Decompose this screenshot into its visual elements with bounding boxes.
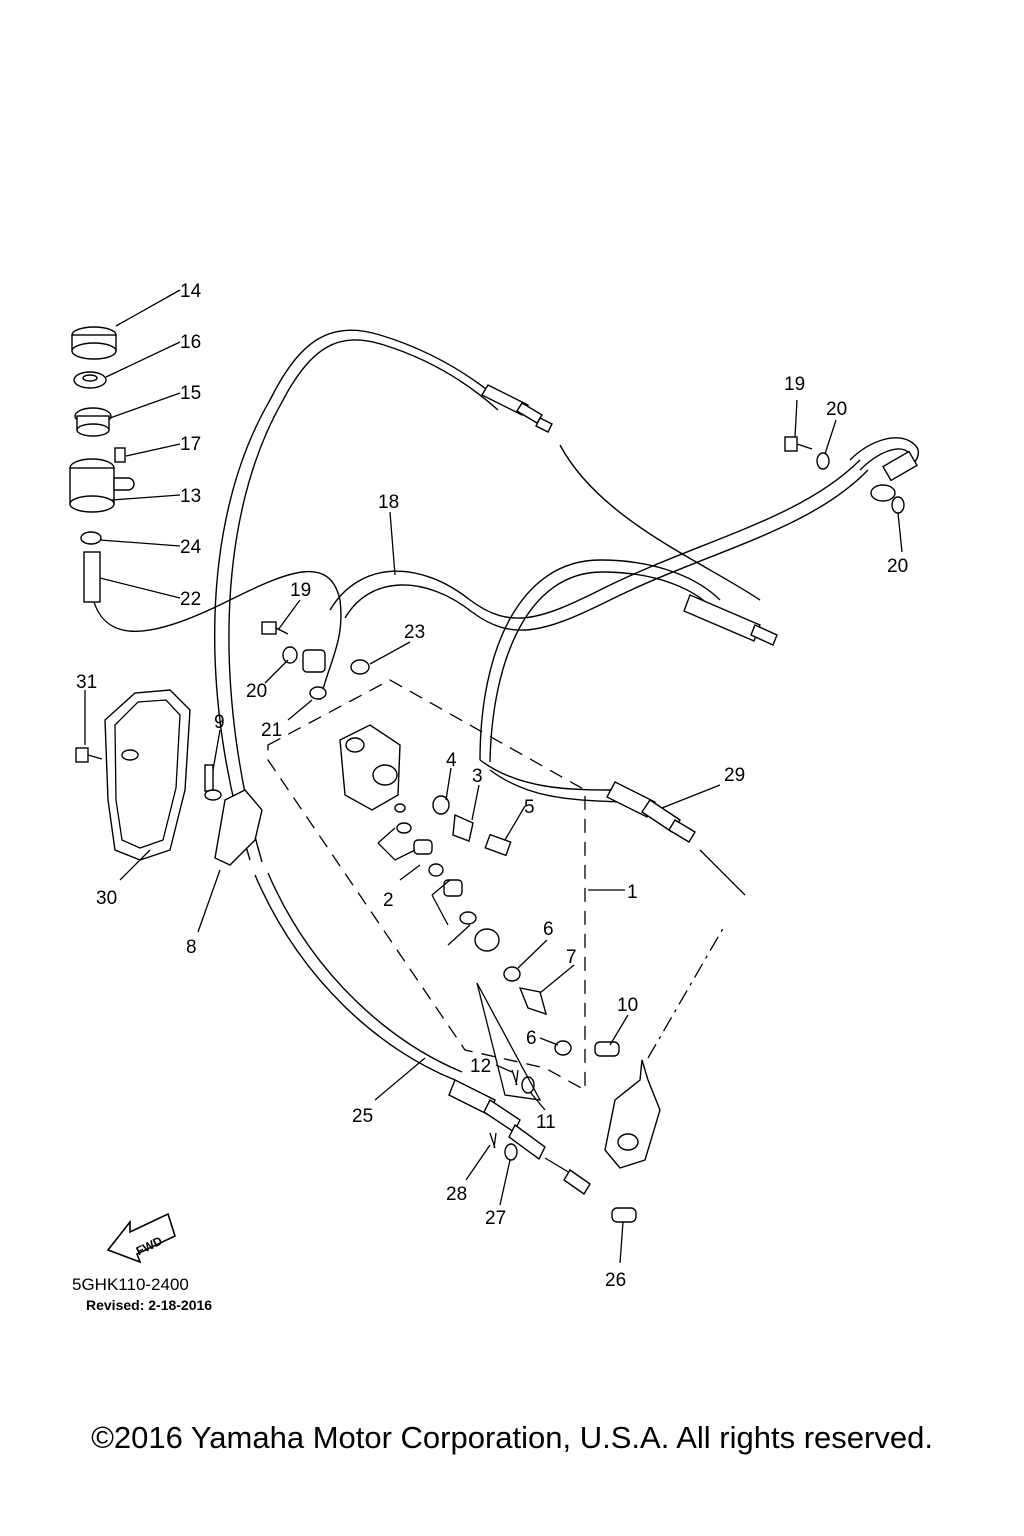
cover-30 [104, 689, 191, 861]
nut-6a [503, 966, 521, 982]
callout-16: 16 [180, 332, 201, 353]
bolt-19-left [261, 621, 289, 635]
reservoir-cap-14 [71, 326, 117, 360]
piston-kit-2 [377, 803, 500, 952]
lower-rod-25 [448, 1079, 591, 1196]
clip-24 [80, 531, 102, 545]
pin-26 [611, 1207, 637, 1223]
fwd-arrow-icon: FWD [106, 1212, 176, 1264]
callout-8: 8 [186, 937, 197, 958]
reservoir-tank-13 [69, 458, 135, 513]
revised-date: Revised: 2-18-2016 [86, 1297, 213, 1313]
callout-26: 26 [605, 1270, 626, 1291]
diaphragm-15 [74, 407, 112, 437]
callout-14: 14 [180, 281, 202, 302]
cable-29 [479, 759, 746, 896]
callout-31: 31 [76, 672, 97, 693]
callout-numbers: 14 16 15 17 13 24 22 31 30 9 8 19 20 21 … [76, 281, 908, 1291]
callout-5: 5 [524, 797, 535, 818]
assembly-boundary [267, 679, 586, 1092]
callout-2: 2 [383, 890, 394, 911]
callout-15: 15 [180, 383, 201, 404]
callout-11: 11 [536, 1112, 556, 1133]
part-code: 5GHK110-2400 [72, 1275, 189, 1294]
master-cylinder [339, 724, 401, 811]
callout-4: 4 [446, 750, 457, 771]
hollow-triangle [476, 982, 542, 1101]
callout-22: 22 [180, 589, 201, 610]
washer-21 [309, 686, 327, 700]
diaphragm-plate-16 [73, 371, 107, 389]
bolt-9 [204, 764, 222, 801]
washer-27 [504, 1143, 518, 1161]
oring-4 [432, 795, 450, 815]
callout-20-right-bottom: 20 [887, 556, 908, 577]
hose-22 [83, 551, 101, 603]
copyright-notice: ©2016 Yamaha Motor Corporation, U.S.A. A… [91, 1420, 933, 1455]
brake-pedal-arm [604, 924, 726, 1169]
callout-10: 10 [617, 995, 638, 1016]
callout-12: 12 [470, 1056, 491, 1077]
leader-lines [84, 289, 903, 1264]
callout-6b: 6 [526, 1028, 537, 1049]
washer-20-left [282, 646, 298, 664]
hose-fitting-right [784, 436, 919, 514]
callout-6a: 6 [543, 919, 554, 940]
callout-21: 21 [261, 720, 282, 741]
callout-7: 7 [566, 947, 577, 968]
callout-19-left: 19 [290, 580, 311, 601]
banjo-3 [452, 813, 474, 842]
union-bolt [302, 649, 326, 673]
callout-19-right: 19 [784, 374, 805, 395]
callout-25: 25 [352, 1106, 373, 1127]
callout-24: 24 [180, 537, 202, 558]
callout-17: 17 [180, 434, 201, 455]
callout-23: 23 [404, 622, 425, 643]
callout-20-left: 20 [246, 681, 267, 702]
callout-27: 27 [485, 1208, 506, 1229]
screw-5 [484, 833, 512, 857]
callout-3: 3 [472, 766, 483, 787]
callout-30: 30 [96, 888, 117, 909]
clip-23 [350, 659, 370, 675]
cotter-pin-12 [511, 1069, 519, 1086]
pin-10 [594, 1041, 620, 1057]
screw-17 [114, 447, 126, 463]
joint-7 [518, 987, 548, 1016]
long-cable-18 [89, 459, 869, 763]
callout-13: 13 [180, 486, 201, 507]
callout-1: 1 [627, 882, 638, 903]
cotter-pin-28 [489, 1132, 497, 1149]
callout-9: 9 [214, 712, 225, 733]
upper-brake-cable [214, 329, 553, 863]
callout-28: 28 [446, 1184, 467, 1205]
callout-18: 18 [378, 492, 399, 513]
bolt-31 [75, 747, 103, 763]
rear-hose-cable [254, 444, 761, 1081]
callout-29: 29 [724, 765, 745, 786]
callout-20-right-top: 20 [826, 399, 847, 420]
nut-6b [554, 1040, 572, 1056]
bracket-8 [214, 789, 263, 866]
